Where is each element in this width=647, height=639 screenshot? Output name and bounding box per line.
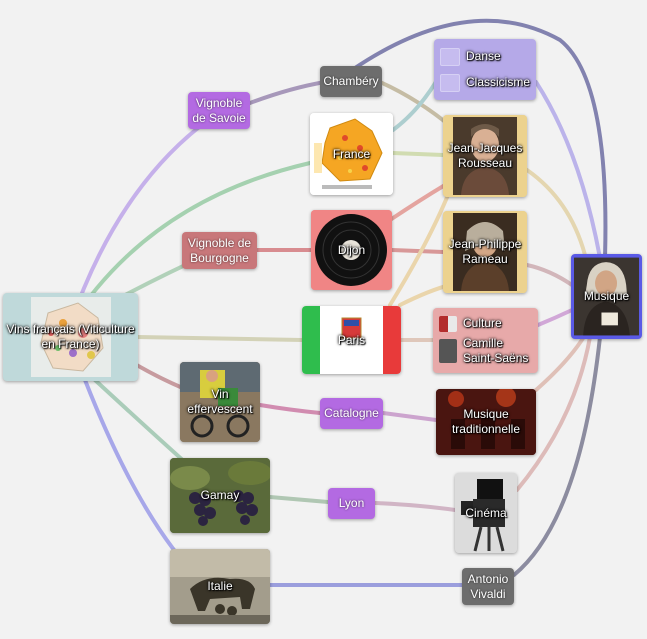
node-vins-francais[interactable]: Vins français (Viticulture en France)	[3, 293, 138, 381]
node-musique[interactable]: Musique	[571, 254, 642, 339]
grapes-photo-image	[170, 458, 270, 533]
node-cinema[interactable]: Cinéma	[455, 473, 517, 553]
edge-cinema-musique	[515, 335, 592, 492]
node-gamay[interactable]: Gamay	[170, 458, 270, 533]
wine-map-image	[31, 297, 111, 377]
saint-saens-portrait-icon	[439, 338, 457, 363]
node-musique-traditionnelle[interactable]: Musique traditionnelle	[436, 389, 536, 455]
edge-vins-savoie	[68, 111, 220, 327]
label-italie: Italie	[207, 579, 233, 593]
cycling-photo-image	[180, 362, 260, 442]
label-danse: Danse	[466, 49, 501, 63]
edge-lyon-cinema	[373, 501, 457, 512]
entry-camille-saint-saens[interactable]: Camille Saint-Saëns	[439, 336, 532, 366]
entry-danse[interactable]: Danse	[440, 47, 501, 66]
node-paris[interactable]: Paris	[302, 306, 401, 374]
bach-portrait-image	[574, 257, 639, 336]
node-jean-jacques-rousseau[interactable]: Jean-Jacques Rousseau	[443, 115, 527, 197]
node-chambery[interactable]: Chambéry	[320, 66, 382, 97]
node-lyon[interactable]: Lyon	[328, 488, 375, 519]
label-chambery: Chambéry	[323, 74, 379, 88]
rameau-portrait-image	[443, 211, 527, 293]
france-map-image	[310, 113, 393, 195]
culture-image-icon	[439, 315, 457, 332]
label-camille-saint-saens: Camille Saint-Saëns	[463, 335, 529, 365]
node-france[interactable]: France	[310, 113, 393, 195]
edge-classicisme-musique	[534, 80, 602, 260]
edge-culture-musique	[536, 308, 574, 327]
edge-paris-rousseau	[388, 188, 452, 307]
label-jean-philippe-rameau: Jean-Philippe Rameau	[448, 237, 522, 266]
label-culture: Culture	[463, 316, 502, 330]
label-gamay: Gamay	[200, 488, 240, 502]
edge-france-rousseau	[391, 151, 445, 157]
capitoline-wolf-image	[170, 549, 270, 624]
node-vin-effervescent[interactable]: Vin effervescent	[180, 362, 260, 442]
node-catalogne[interactable]: Catalogne	[320, 398, 383, 429]
edge-effervescent-catalogne	[258, 403, 322, 415]
paris-flag-image	[302, 306, 401, 374]
edge-rousseau-musique	[525, 168, 587, 257]
node-danse-classicisme[interactable]: Danse Classicisme	[434, 39, 536, 100]
fox-movietone-camera-image	[455, 473, 517, 553]
label-classicisme: Classicisme	[466, 75, 531, 89]
node-vignoble-de-bourgogne[interactable]: Vignoble de Bourgogne	[182, 232, 257, 269]
edge-dijon-rousseau	[388, 183, 447, 222]
edge-savoie-chambery	[248, 80, 327, 105]
edge-rameau-musique	[525, 263, 574, 287]
label-musique-traditionnelle: Musique traditionnelle	[451, 407, 521, 436]
node-italie[interactable]: Italie	[170, 549, 270, 624]
label-vins-francais: Vins français (Viticulture en France)	[6, 322, 135, 351]
edge-chambery-musique	[350, 18, 608, 260]
rousseau-portrait-image	[443, 115, 527, 197]
edge-dijon-rameau	[390, 248, 445, 254]
traditional-music-photo-image	[436, 389, 536, 455]
label-lyon: Lyon	[338, 496, 365, 510]
label-dijon: Dijon	[337, 242, 366, 257]
label-vignoble-de-savoie: Vignoble de Savoie	[192, 95, 246, 125]
edge-catalogne-trad	[381, 411, 438, 422]
node-dijon[interactable]: Dijon	[311, 210, 392, 290]
label-antonio-vivaldi: Antonio Vivaldi	[467, 571, 509, 601]
edge-vivaldi-musique	[512, 335, 602, 577]
edge-trad-musique	[534, 333, 587, 392]
node-vignoble-de-savoie[interactable]: Vignoble de Savoie	[188, 92, 250, 129]
label-jean-jacques-rousseau: Jean-Jacques Rousseau	[447, 141, 523, 170]
edge-gamay-lyon	[268, 495, 330, 504]
label-musique: Musique	[583, 289, 630, 303]
node-jean-philippe-rameau[interactable]: Jean-Philippe Rameau	[443, 211, 527, 293]
image-placeholder-icon	[440, 73, 460, 92]
label-france: France	[332, 146, 371, 161]
label-vignoble-de-bourgogne: Vignoble de Bourgogne	[187, 235, 252, 265]
edge-vins-paris	[136, 335, 304, 342]
label-cinema: Cinéma	[465, 505, 507, 520]
label-catalogne: Catalogne	[324, 406, 379, 420]
label-vin-effervescent: Vin effervescent	[187, 387, 253, 416]
entry-culture[interactable]: Culture	[439, 315, 502, 332]
label-paris: Paris	[337, 332, 366, 347]
image-placeholder-icon	[440, 47, 460, 66]
vinyl-record-image	[311, 210, 392, 290]
entry-classicisme[interactable]: Classicisme	[440, 73, 531, 92]
node-antonio-vivaldi[interactable]: Antonio Vivaldi	[462, 568, 514, 605]
node-culture-saint-saens[interactable]: Culture Camille Saint-Saëns	[433, 308, 538, 373]
